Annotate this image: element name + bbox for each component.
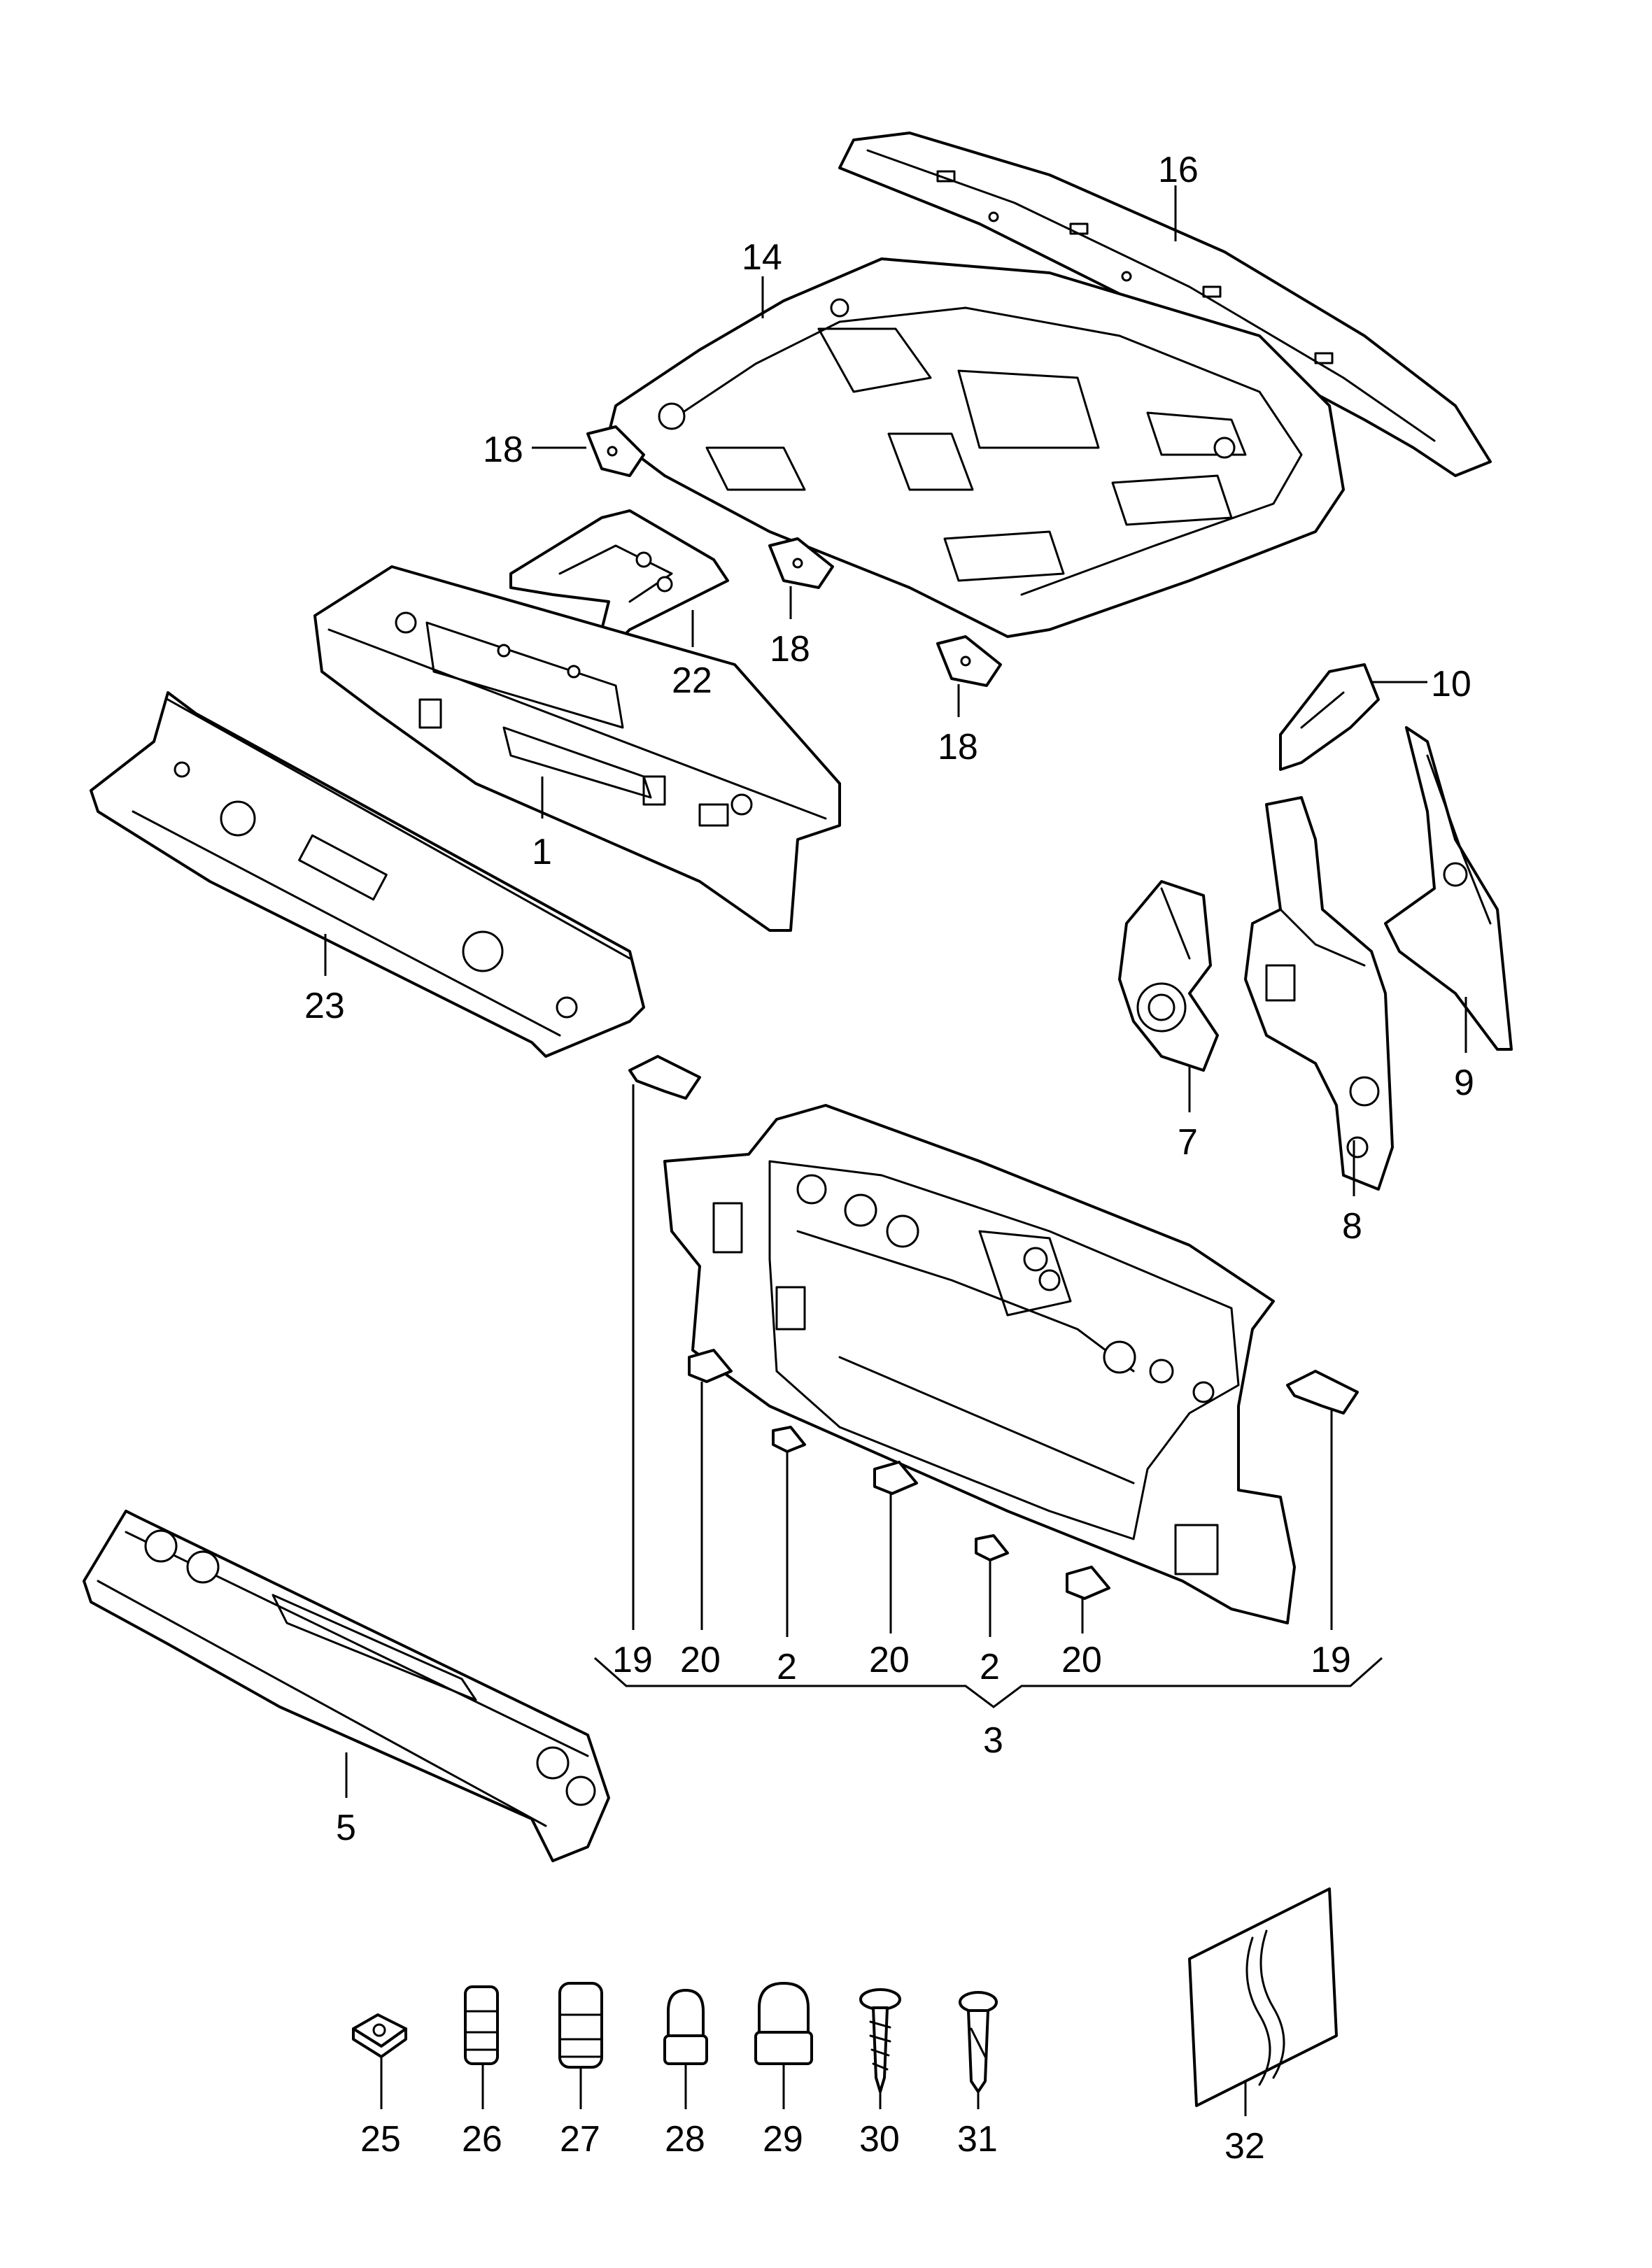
part-7-panel[interactable] [1118,880,1219,1072]
part-27-clip-nut[interactable] [558,1982,603,2069]
callout-28: 28 [665,2119,705,2160]
callout-5: 5 [336,1808,356,1848]
part-9-panel[interactable] [1384,726,1513,1051]
part-3-rear-panel[interactable] [663,1104,1296,1624]
callout-22: 22 [672,660,712,701]
callout-9: 9 [1454,1063,1474,1103]
callout-2: 2 [980,1647,1000,1687]
part-22-bracket[interactable] [509,509,729,645]
callout-18: 18 [483,430,523,470]
callout-18: 18 [938,727,978,767]
part-30-screw[interactable] [859,1988,901,2093]
callout-10: 10 [1431,664,1471,704]
callout-18: 18 [770,629,810,669]
callout-1: 1 [532,832,552,872]
part-18-clip-2[interactable] [768,537,834,589]
part-20-clip-2[interactable] [873,1461,918,1495]
part-2-clip-2[interactable] [975,1534,1009,1561]
callout-27: 27 [560,2119,600,2160]
callout-23: 23 [304,986,345,1026]
callout-20: 20 [1061,1640,1102,1680]
part-2-clip-1[interactable] [772,1426,806,1453]
callout-labels: 16 14 18 22 18 18 1 10 23 7 8 9 19 20 2 … [304,150,1474,2167]
part-18-clip-3[interactable] [936,635,1002,687]
callout-8: 8 [1342,1206,1362,1247]
callout-7: 7 [1178,1122,1198,1163]
callout-20: 20 [869,1640,910,1680]
callout-2: 2 [777,1647,797,1687]
callout-25: 25 [360,2119,401,2160]
callout-3: 3 [983,1720,1003,1761]
callout-19: 19 [1311,1640,1351,1680]
part-10-bracket[interactable] [1279,663,1380,771]
part-20-clip-3[interactable] [1066,1566,1110,1600]
callout-30: 30 [859,2119,900,2160]
part-14-shelf-panel[interactable] [607,257,1345,638]
part-18-clip-1[interactable] [586,425,645,477]
part-32-insulation-mat[interactable] [1188,1887,1338,2107]
callout-16: 16 [1158,150,1199,190]
part-31-expansion-clip[interactable] [959,1991,998,2093]
part-16-rail[interactable] [838,132,1492,477]
part-28-cap-nut[interactable] [663,1989,708,2065]
callout-20: 20 [680,1640,721,1680]
part-8-pillar-panel[interactable] [1244,796,1394,1191]
part-23-cross-member[interactable] [90,691,645,1058]
callout-26: 26 [462,2119,502,2160]
part-19-bracket-left[interactable] [628,1055,701,1100]
callout-29: 29 [763,2119,803,2160]
part-19-bracket-right[interactable] [1286,1370,1359,1415]
callout-14: 14 [742,237,782,278]
part-5-cross-member[interactable] [83,1510,610,1862]
part-1-cross-member[interactable] [313,565,841,932]
callout-31: 31 [957,2119,998,2160]
part-29-cap-nut[interactable] [754,1982,813,2065]
part-26-clip-nut[interactable] [464,1985,499,2065]
part-25-square-nut[interactable] [352,2013,407,2058]
callout-19: 19 [612,1640,653,1680]
part-20-clip-1[interactable] [688,1349,733,1383]
leader-lines [324,185,1467,2116]
callout-32: 32 [1224,2126,1265,2167]
